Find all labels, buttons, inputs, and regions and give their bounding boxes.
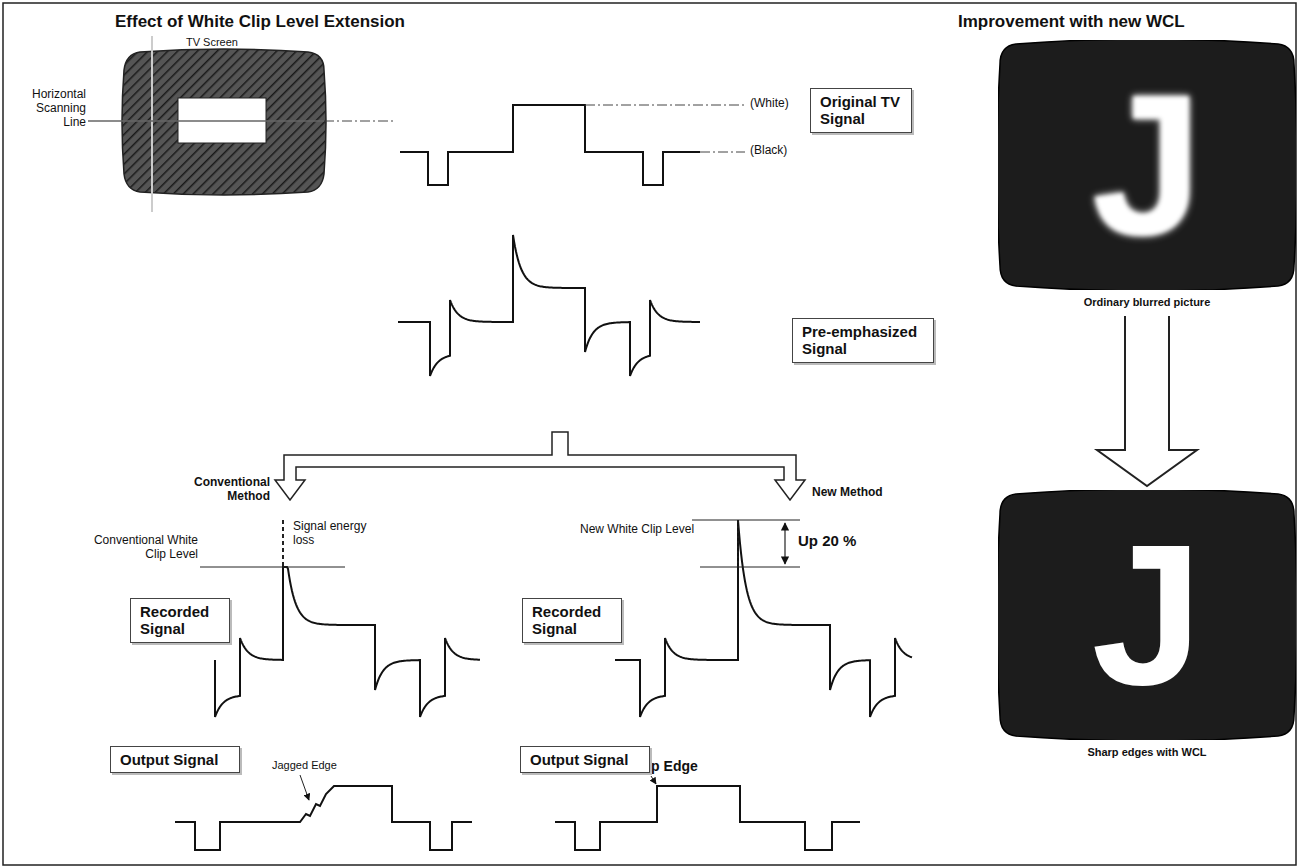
signal-label-box: Recorded Signal (130, 598, 230, 643)
leader-arrow (300, 775, 309, 800)
recorded-waveform (215, 567, 480, 717)
scanning-line (88, 120, 324, 122)
output-waveform (175, 786, 472, 850)
illustration-label: TV Screen (186, 36, 238, 49)
box-text: Output Signal (530, 751, 640, 768)
level-arrow (784, 523, 785, 564)
method-label: New Method (812, 486, 883, 500)
scanning-line-extension (324, 121, 396, 122)
signal-label-box: Original TV Signal (810, 88, 912, 133)
black-level-line (700, 152, 745, 153)
tv-picture: J Sharp edges with WCL (998, 490, 1296, 758)
signal-label-box: Recorded Signal (522, 598, 622, 643)
white-level-line (585, 105, 745, 106)
output-waveform (555, 786, 860, 850)
picture-letter: J (998, 40, 1296, 290)
level-label: New White Clip Level (580, 523, 694, 537)
signal-label-box: Output Signal (110, 746, 240, 773)
hollow-arrow (1097, 316, 1197, 486)
signal-label-box: Output Signal (520, 746, 650, 773)
clip-level-line (700, 567, 800, 568)
note-label: Signal energy loss (293, 520, 371, 548)
vertical-line (151, 36, 153, 212)
box-text: Original TV Signal (820, 93, 902, 128)
box-text: Recorded Signal (140, 603, 220, 638)
picture-caption: Ordinary blurred picture (998, 296, 1296, 308)
heading: Improvement with new WCL (958, 12, 1185, 32)
dotted-line (738, 521, 739, 566)
crt-screen (998, 490, 1296, 740)
fork-arrow (275, 432, 805, 500)
tv-picture: J Ordinary blurred picture (998, 40, 1296, 308)
box-text: Recorded Signal (532, 603, 612, 638)
box-text: Output Signal (120, 751, 230, 768)
level-label: Conventional White Clip Level (76, 534, 198, 562)
line-label: Horizontal Scanning Line (14, 88, 86, 129)
picture-screen: J (998, 490, 1296, 740)
recorded-waveform (615, 520, 912, 717)
percentage-label: Up 20 % (798, 532, 856, 549)
clip-level-line (200, 567, 345, 568)
original-waveform (400, 105, 700, 185)
crt-screen (998, 40, 1296, 290)
level-label: (Black) (750, 144, 787, 158)
clip-level-line (692, 520, 800, 521)
picture-letter: J (998, 490, 1296, 740)
picture-caption: Sharp edges with WCL (998, 746, 1296, 758)
signal-label-box: Pre-emphasized Signal (792, 318, 934, 363)
level-label: (White) (750, 97, 789, 111)
leader-arrow (651, 776, 656, 784)
box-text: Pre-emphasized Signal (802, 323, 924, 358)
edge-label: Jagged Edge (272, 759, 337, 772)
energy-loss-dashes (282, 520, 284, 566)
method-label: Conventional Method (180, 476, 270, 504)
pre-emphasized-waveform (398, 235, 700, 376)
picture-screen: J (998, 40, 1296, 290)
title: Effect of White Clip Level Extension (115, 12, 405, 32)
frame (3, 3, 1296, 865)
